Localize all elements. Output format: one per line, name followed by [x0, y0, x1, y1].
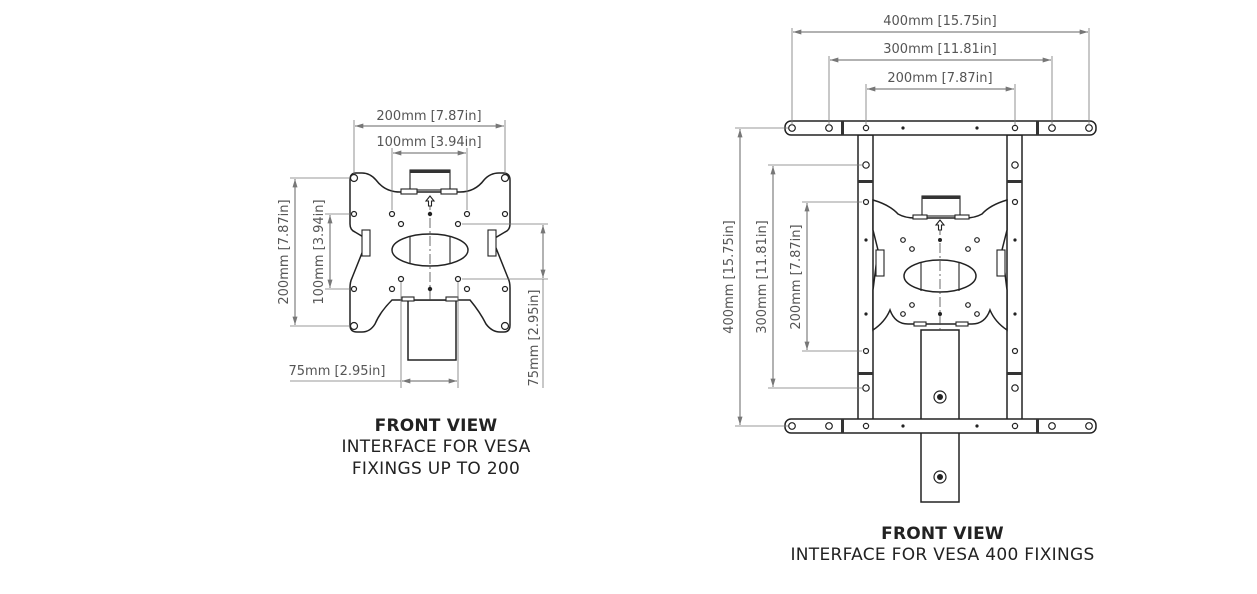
dim-label: 200mm [7.87in] [277, 199, 292, 304]
dim-left-h100: 100mm [3.94in] [376, 135, 482, 210]
right-view-side-lock [996, 249, 1006, 277]
dim-label: 75mm [2.95in] [527, 290, 542, 387]
rail-clip [858, 372, 873, 375]
dim-right-v400: 400mm [15.75in] [722, 127, 788, 427]
right-caption-title: FRONT VIEW [881, 524, 1004, 544]
right-caption: FRONT VIEW INTERFACE FOR VESA 400 FIXING… [760, 524, 1125, 566]
up-arrow-icon [934, 219, 946, 231]
rail-clip [1007, 180, 1022, 183]
left-caption-title: FRONT VIEW [374, 416, 498, 436]
top-horizontal-bar [784, 120, 1097, 136]
dim-left-h200: 200mm [7.87in] [353, 109, 506, 174]
left-top-bracket-bar [410, 170, 450, 173]
right-bottom-tab [955, 321, 969, 327]
right-top-bracket-bar [922, 196, 960, 199]
pole-bolt-center [937, 474, 943, 480]
dim-label: 200mm [7.87in] [887, 71, 992, 86]
left-vertical-rail [857, 134, 874, 421]
right-bracket-foot [912, 214, 928, 220]
left-side-lock [361, 229, 371, 257]
left-bracket-foot [400, 188, 418, 195]
up-arrow-icon [424, 195, 436, 207]
right-caption-line1: INTERFACE FOR VESA 400 FIXINGS [790, 545, 1095, 565]
left-bottom-tab [401, 296, 415, 302]
dim-left-v75: 75mm [2.95in] [462, 223, 548, 388]
dim-right-h300: 300mm [11.81in] [828, 42, 1053, 125]
right-vertical-rail [1006, 134, 1023, 421]
rail-clip [858, 180, 873, 183]
dim-label: 300mm [11.81in] [883, 42, 996, 57]
dim-label: 400mm [15.75in] [883, 14, 996, 29]
left-pole [407, 299, 457, 361]
dim-label: 200mm [7.87in] [376, 109, 481, 124]
left-front-view: 200mm [7.87in] 100mm [3.94in] 200mm [7.8… [277, 109, 548, 388]
left-holes [349, 173, 510, 331]
dim-label: 75mm [2.95in] [289, 364, 386, 379]
left-caption: FRONT VIEW INTERFACE FOR VESA FIXINGS UP… [300, 416, 572, 480]
left-bracket-foot [440, 188, 458, 195]
dim-label: 300mm [11.81in] [755, 220, 770, 333]
dim-left-h75: 75mm [2.95in] [289, 282, 459, 388]
dim-label: 200mm [7.87in] [789, 224, 804, 329]
rail-clip [1007, 372, 1022, 375]
left-caption-line1: INTERFACE FOR VESA [341, 437, 531, 457]
right-plate-holes [900, 237, 980, 317]
dim-label: 400mm [15.75in] [722, 220, 737, 333]
dim-label: 100mm [3.94in] [376, 135, 481, 150]
bottom-horizontal-bar [784, 418, 1097, 434]
right-front-view: 400mm [15.75in] 300mm [11.81in] 200mm [7… [722, 14, 1097, 503]
dim-label: 100mm [3.94in] [312, 199, 327, 304]
dim-right-v200: 200mm [7.87in] [789, 201, 862, 352]
right-bottom-tab [913, 321, 927, 327]
pole-bolt-center [937, 394, 943, 400]
dim-right-v300: 300mm [11.81in] [755, 164, 862, 389]
dim-right-h200: 200mm [7.87in] [865, 71, 1016, 125]
right-view-side-lock [875, 249, 885, 277]
right-bracket-foot [954, 214, 970, 220]
dim-left-v100: 100mm [3.94in] [312, 199, 350, 305]
right-rail-holes [862, 161, 1019, 392]
left-caption-line2: FIXINGS UP TO 200 [351, 459, 521, 479]
dim-left-v200: 200mm [7.87in] [277, 177, 350, 327]
right-side-lock [487, 229, 497, 257]
dim-right-h400: 400mm [15.75in] [791, 14, 1090, 125]
left-bottom-tab [445, 296, 459, 302]
